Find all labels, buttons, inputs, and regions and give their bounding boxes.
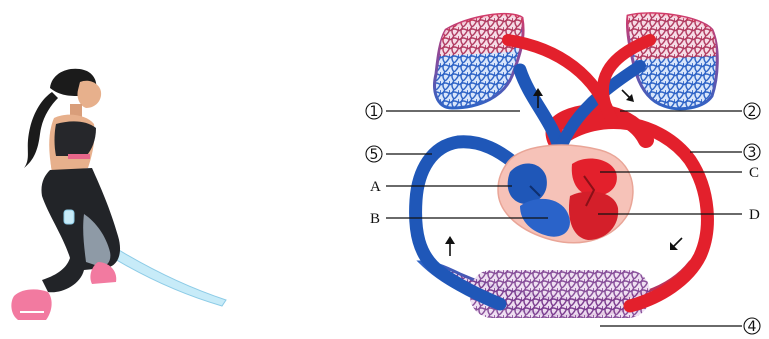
top-accent [68,154,90,159]
label-B: B [370,211,380,227]
rope-handle [64,210,74,224]
jump-rope-girl-illustration [11,69,226,320]
flow-direction-arrow-icon [445,236,455,256]
label-circle-5: 5 [366,146,382,163]
label-2-text: 2 [748,104,757,120]
label-circle-1: 1 [366,103,382,120]
label-circle-2: 2 [744,103,760,120]
circulation-diagram: 1 2 3 5 4 A B C D [366,14,760,335]
left-lung [435,14,524,108]
pulmonary-artery [520,70,560,150]
label-1-text: 1 [370,104,379,120]
label-5-text: 5 [370,147,379,163]
label-circle-4: 4 [744,318,760,335]
face [77,81,101,108]
flow-direction-arrow-icon [670,238,682,250]
label-circle-3: 3 [744,144,760,161]
label-4-text: 4 [748,319,757,335]
sports-top [55,121,97,156]
shoe-back [11,289,51,320]
capillary-mesh [470,270,650,318]
flow-direction-arrow-icon [622,90,634,102]
label-3-text: 3 [748,145,757,161]
label-D: D [749,207,760,223]
label-A: A [370,179,381,195]
label-C: C [749,165,759,181]
